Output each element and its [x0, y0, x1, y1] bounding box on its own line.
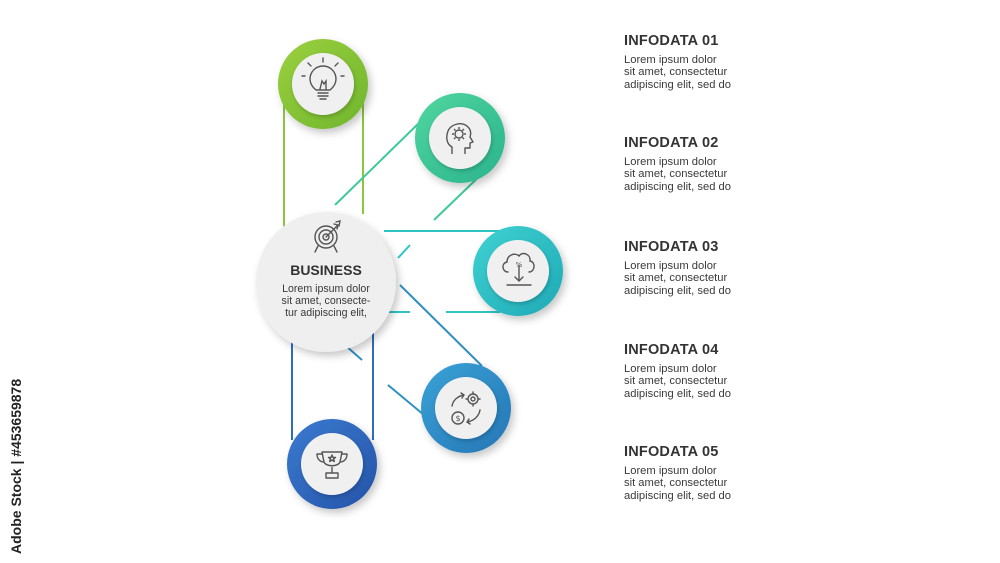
svg-text:$: $ [455, 414, 460, 423]
info-title-05: INFODATA 05 [624, 444, 719, 460]
target-icon [314, 220, 341, 253]
node-03: % [473, 226, 563, 316]
node-01 [278, 39, 368, 129]
node-01-disc [292, 53, 354, 115]
lightbulb-icon [301, 57, 345, 100]
stock-watermark-id: Adobe Stock | #453659878 [8, 322, 34, 554]
node-02 [415, 93, 505, 183]
money-exchange-icon: $ [451, 391, 481, 425]
node-04: $ [421, 363, 511, 453]
info-block-02: INFODATA 02 Lorem ipsum dolor sit amet, … [624, 135, 844, 193]
node-05 [287, 419, 377, 509]
center-text-block: BUSINESS Lorem ipsum dolor sit amet, con… [264, 262, 388, 319]
connector-04-short [345, 345, 363, 361]
center-description: Lorem ipsum dolor sit amet, consecte- tu… [281, 283, 371, 319]
trophy-icon [316, 451, 348, 479]
head-gear-icon [446, 123, 474, 154]
info-text-05: Lorem ipsum dolor sit amet, consectetur … [624, 465, 731, 502]
connector-02-upper [334, 121, 421, 206]
info-title-03: INFODATA 03 [624, 239, 719, 255]
info-block-01: INFODATA 01 Lorem ipsum dolor sit amet, … [624, 33, 844, 91]
node-03-disc [487, 240, 549, 302]
node-05-disc [301, 433, 363, 495]
info-title-04: INFODATA 04 [624, 342, 719, 358]
info-block-03: INFODATA 03 Lorem ipsum dolor sit amet, … [624, 239, 844, 297]
center-disc [256, 212, 396, 352]
connector-03-diag [397, 244, 411, 259]
info-block-04: INFODATA 04 Lorem ipsum dolor sit amet, … [624, 342, 844, 400]
connector-lines [283, 100, 500, 440]
center-node [256, 212, 396, 352]
info-text-01: Lorem ipsum dolor sit amet, consectetur … [624, 54, 731, 91]
info-title-01: INFODATA 01 [624, 33, 719, 49]
info-block-05: INFODATA 05 Lorem ipsum dolor sit amet, … [624, 444, 844, 502]
cloud-download-icon: % [502, 252, 535, 286]
stock-watermark-text: Adobe Stock | #453659878 [8, 378, 24, 554]
center-title: BUSINESS [290, 262, 362, 278]
info-title-02: INFODATA 02 [624, 135, 719, 151]
info-text-04: Lorem ipsum dolor sit amet, consectetur … [624, 363, 731, 400]
info-text-03: Lorem ipsum dolor sit amet, consectetur … [624, 260, 731, 297]
svg-text:%: % [516, 261, 523, 269]
info-text-02: Lorem ipsum dolor sit amet, consectetur … [624, 156, 731, 193]
connector-04-upper [399, 284, 483, 367]
node-04-disc [435, 377, 497, 439]
